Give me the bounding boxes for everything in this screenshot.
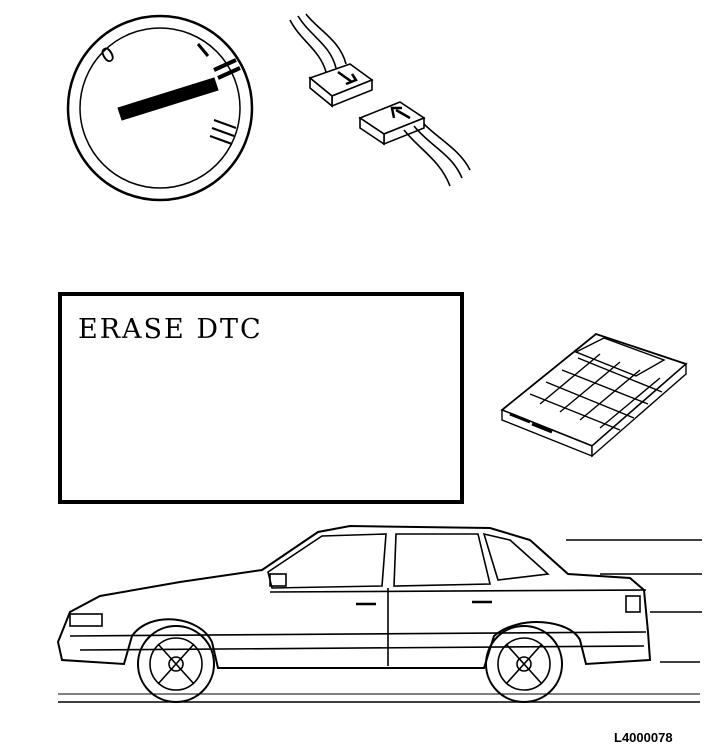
svg-text:0: 0 <box>96 41 119 68</box>
car-icon <box>56 524 702 703</box>
display-message: ERASE DTC <box>78 314 263 345</box>
scan-tool-display: ERASE DTC <box>58 292 464 504</box>
hand-held-scan-tool-icon <box>500 332 688 458</box>
ignition-switch-icon: 0 <box>66 14 254 202</box>
figure-reference: L4000078 <box>614 730 673 744</box>
diagnostic-connector-icon <box>289 13 471 187</box>
